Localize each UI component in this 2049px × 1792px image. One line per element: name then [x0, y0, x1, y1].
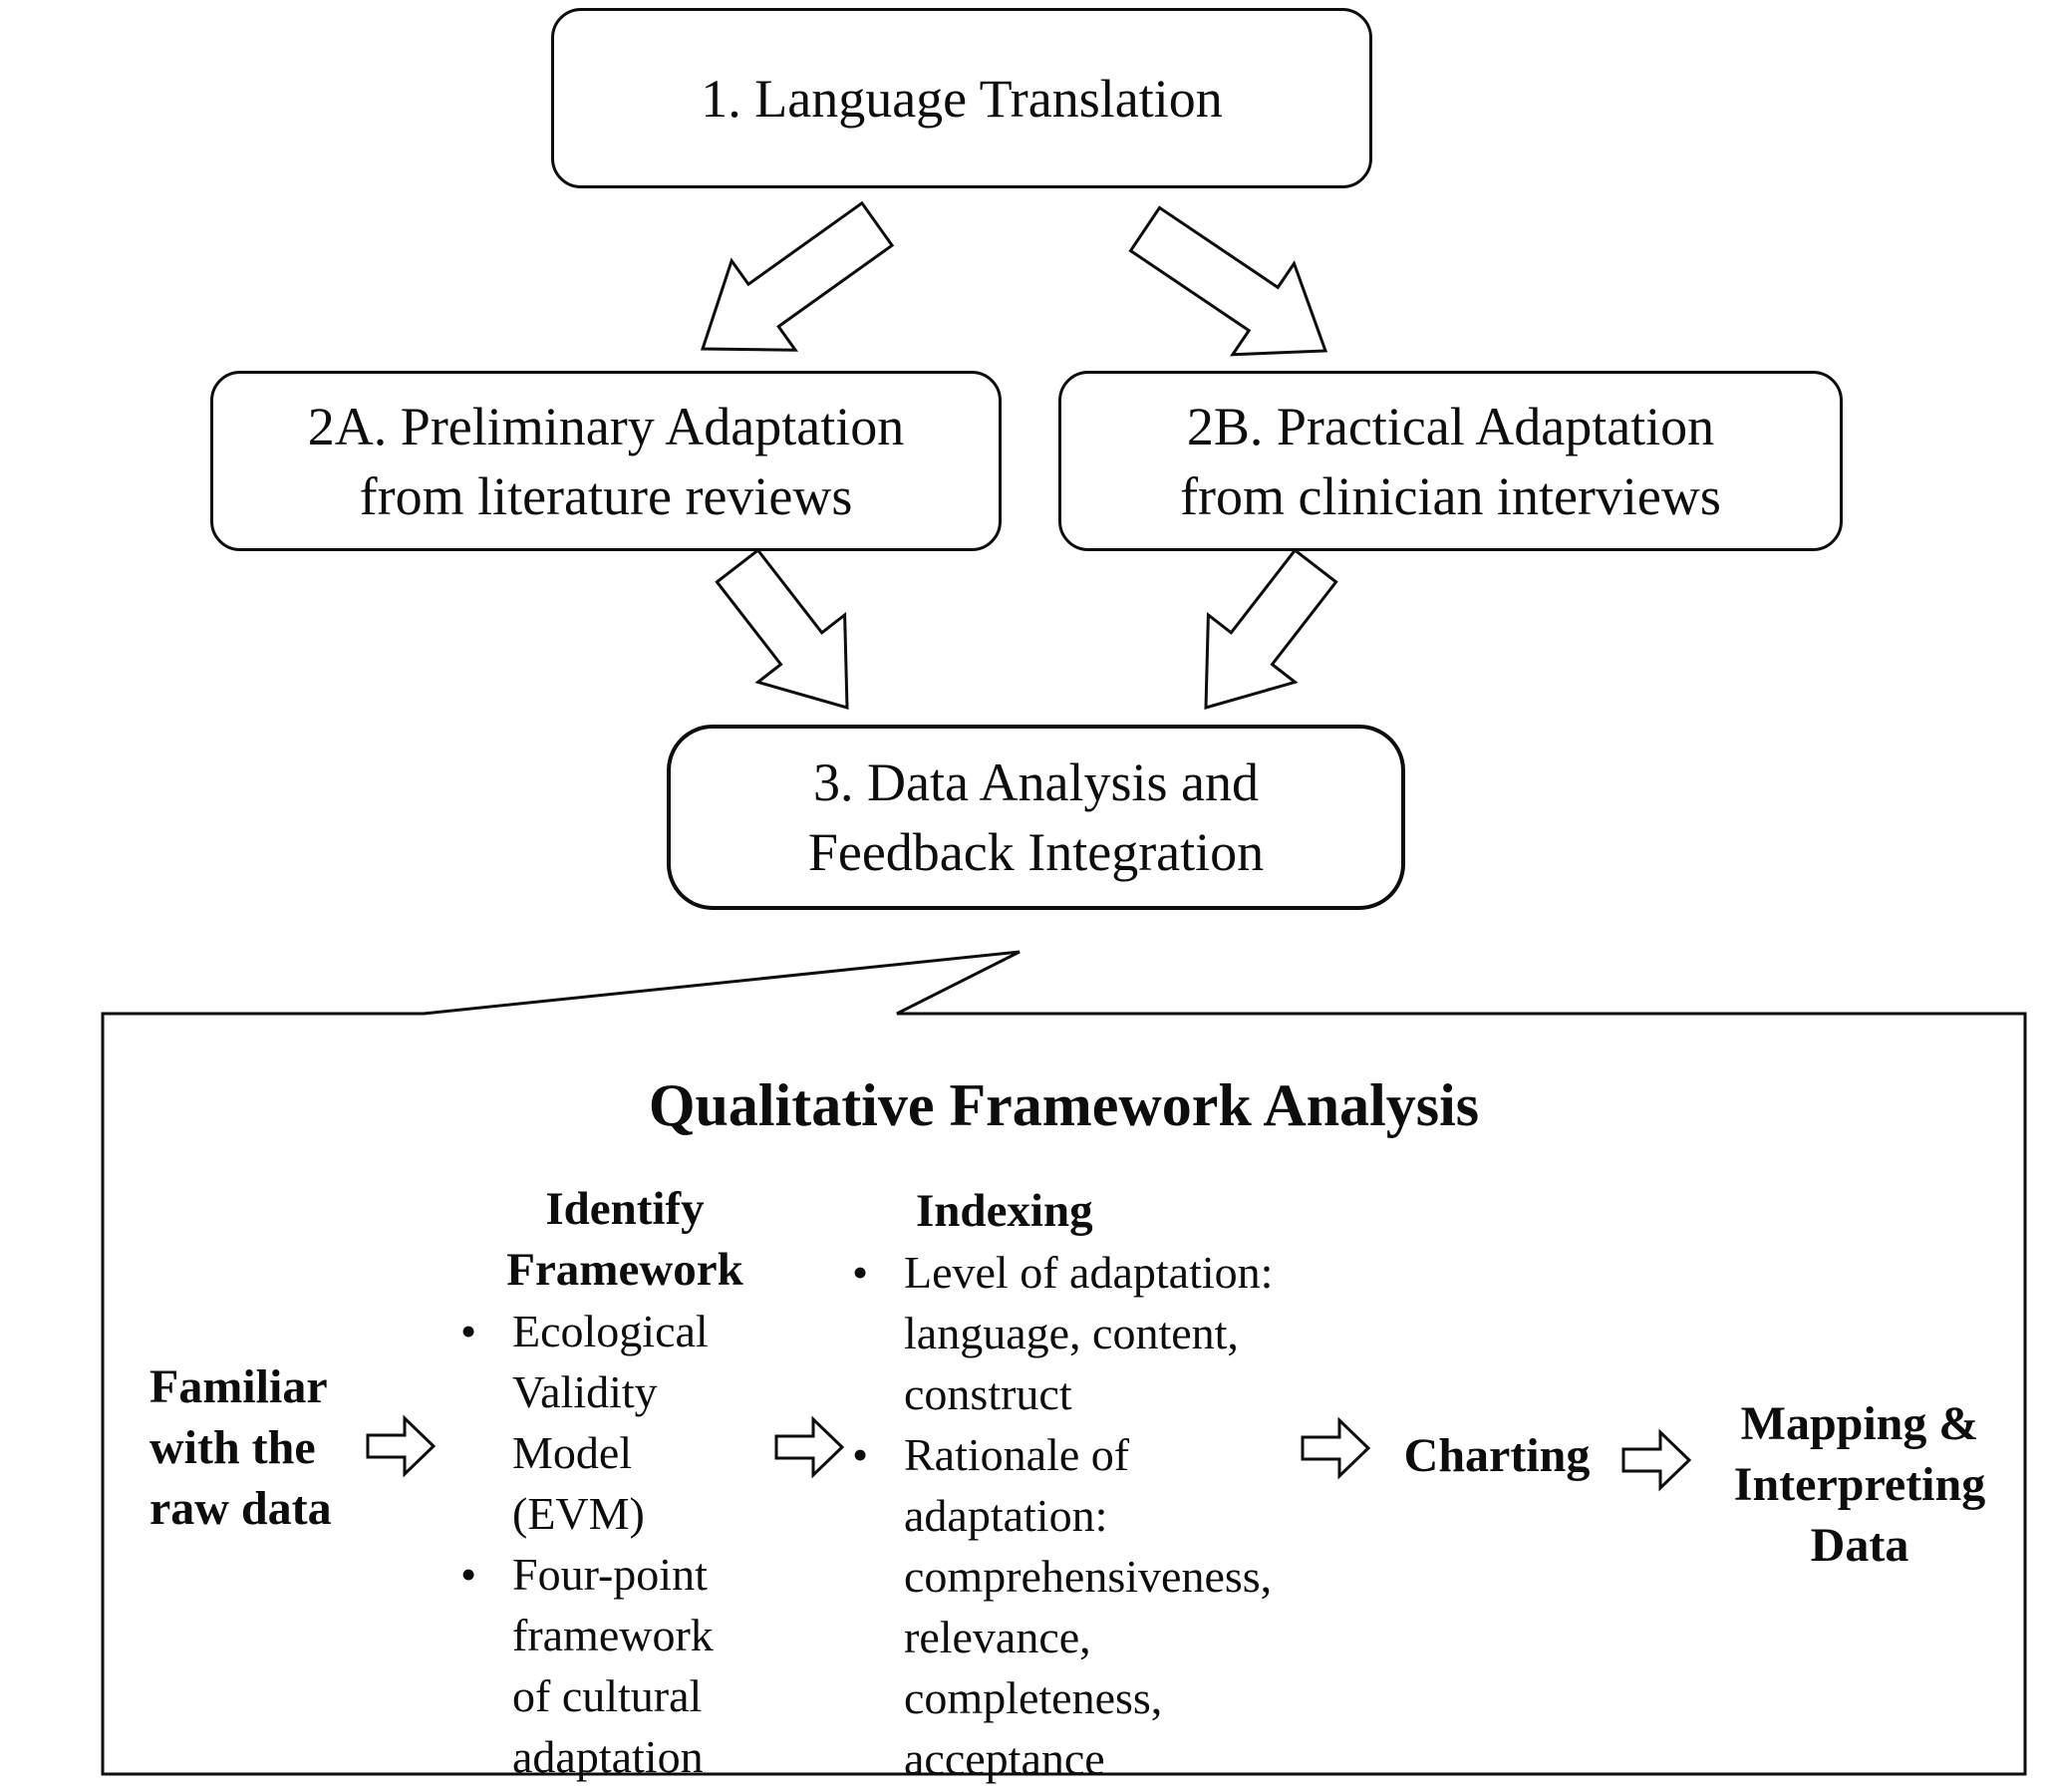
- four-point-line1: Four-point: [512, 1549, 708, 1600]
- level-line3: construct: [904, 1368, 1072, 1419]
- rationale-line5: completeness,: [904, 1672, 1163, 1723]
- indexing-heading: Indexing: [916, 1185, 1093, 1237]
- stage-familiarization-line1: Familiar: [149, 1360, 328, 1413]
- stage-identify-framework: Identify Framework • Ecological Validity…: [460, 1179, 789, 1787]
- arrow-step1-to-step2a-icon: [700, 200, 895, 352]
- step1-label: 1. Language Translation: [701, 68, 1223, 129]
- charting-label: Charting: [1403, 1429, 1591, 1482]
- four-point-line4: adaptation: [512, 1731, 704, 1782]
- four-point-line3: of cultural: [512, 1670, 703, 1721]
- step3-line1: 3. Data Analysis and: [813, 752, 1259, 812]
- stage-familiarization: Familiar with the raw data: [149, 1356, 379, 1539]
- evm-line3: Model: [512, 1427, 633, 1478]
- evm-line1: Ecological: [512, 1306, 709, 1356]
- stage-charting: Charting: [1397, 1425, 1597, 1486]
- mapping-line3: Data: [1810, 1519, 1909, 1572]
- level-line2: language, content,: [904, 1308, 1239, 1358]
- identify-framework-bullet-2: • Four-point framework of cultural adapt…: [460, 1544, 789, 1787]
- panel-title: Qualitative Framework Analysis: [648, 1072, 1480, 1138]
- level-line1: Level of adaptation:: [904, 1247, 1274, 1298]
- identify-framework-bullet-1: • Ecological Validity Model (EVM): [460, 1301, 789, 1544]
- rationale-line6: acceptance: [904, 1733, 1105, 1784]
- step2a-preliminary-adaptation-box: 2A. Preliminary Adaptation from literatu…: [210, 371, 1002, 551]
- mapping-line2: Interpreting: [1733, 1458, 1986, 1511]
- stage-arrow-2-icon: [774, 1415, 845, 1479]
- stage-arrow-4-icon: [1621, 1428, 1692, 1492]
- qualitative-panel-callout-outline: [101, 950, 2027, 1776]
- rationale-line3: comprehensiveness,: [904, 1551, 1273, 1602]
- rationale-line4: relevance,: [904, 1612, 1091, 1662]
- stage-arrow-1-icon: [366, 1414, 437, 1478]
- evm-line2: Validity: [512, 1366, 658, 1417]
- evm-line4: (EVM): [512, 1488, 645, 1539]
- indexing-bullet-1: • Level of adaptation: language, content…: [852, 1242, 1330, 1424]
- arrow-step1-to-step2b-icon: [1128, 205, 1328, 357]
- rationale-line2: adaptation:: [904, 1490, 1108, 1541]
- arrow-step2a-to-step3-icon: [715, 547, 849, 711]
- stage-indexing: Indexing • Level of adaptation: language…: [852, 1181, 1330, 1789]
- bullet-icon: •: [460, 1549, 477, 1600]
- step2b-practical-adaptation-box: 2B. Practical Adaptation from clinician …: [1058, 371, 1843, 551]
- step3-data-analysis-box: 3. Data Analysis and Feedback Integratio…: [667, 725, 1405, 910]
- step3-line2: Feedback Integration: [807, 822, 1265, 882]
- step2a-line1: 2A. Preliminary Adaptation: [307, 396, 905, 456]
- bullet-icon: •: [852, 1247, 869, 1298]
- arrow-step2b-to-step3-icon: [1204, 547, 1338, 711]
- step2b-line1: 2B. Practical Adaptation: [1186, 396, 1715, 456]
- four-point-line2: framework: [512, 1610, 714, 1660]
- stage-familiarization-line3: raw data: [149, 1482, 332, 1535]
- mapping-line1: Mapping &: [1740, 1397, 1979, 1450]
- identify-framework-heading-line2: Framework: [506, 1244, 743, 1296]
- bullet-icon: •: [852, 1429, 869, 1480]
- step2a-line2: from literature reviews: [359, 465, 853, 526]
- stage-mapping-interpreting: Mapping & Interpreting Data: [1726, 1393, 1993, 1576]
- stage-arrow-3-icon: [1301, 1416, 1371, 1480]
- stage-familiarization-line2: with the: [149, 1421, 316, 1474]
- bullet-icon: •: [460, 1306, 477, 1356]
- indexing-bullet-2: • Rationale of adaptation: comprehensive…: [852, 1424, 1330, 1789]
- rationale-line1: Rationale of: [904, 1429, 1130, 1480]
- step1-language-translation-box: 1. Language Translation: [551, 8, 1372, 188]
- step2b-line2: from clinician interviews: [1180, 465, 1721, 526]
- identify-framework-heading-line1: Identify: [545, 1183, 705, 1235]
